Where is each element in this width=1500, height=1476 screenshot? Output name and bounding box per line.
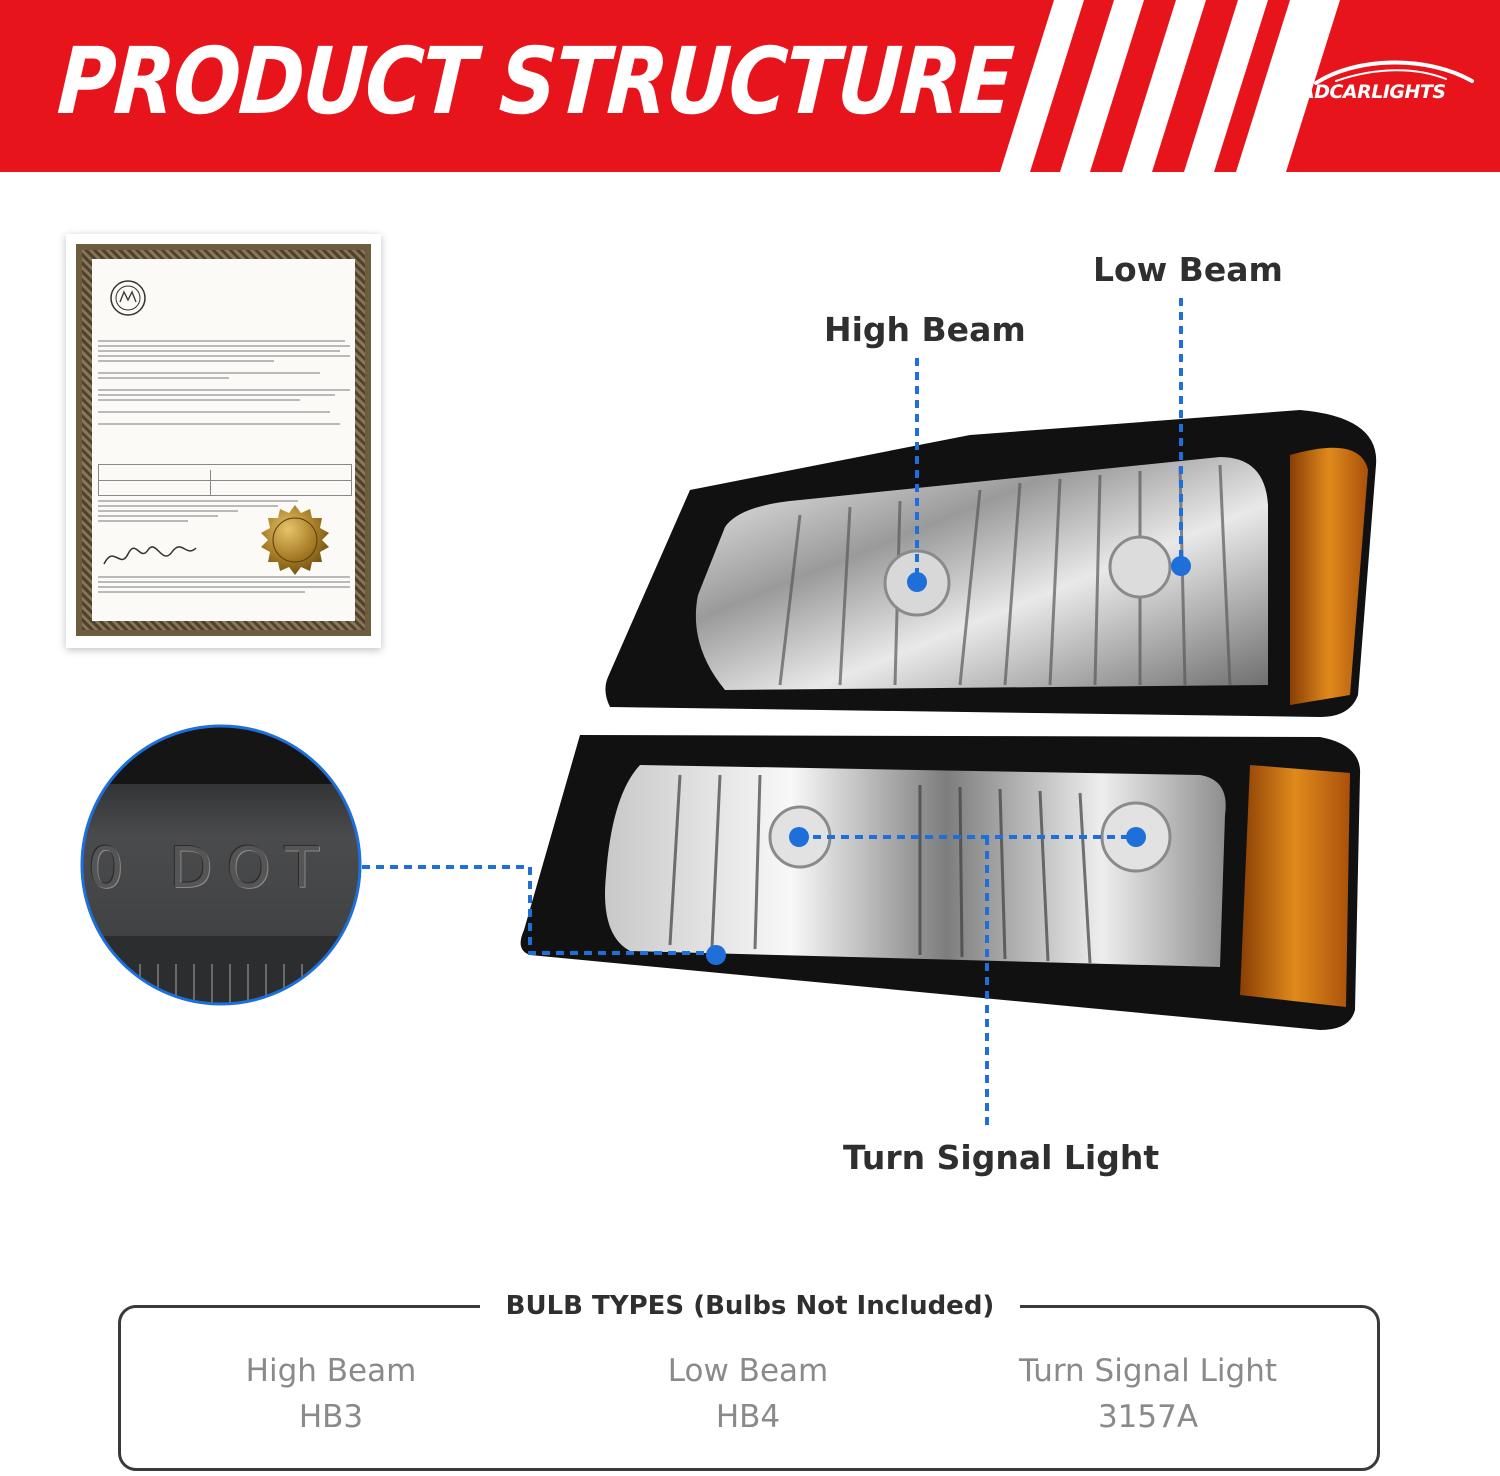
bulb-name: High Beam: [245, 1353, 417, 1389]
high-beam-label: High Beam: [824, 310, 1026, 349]
turn-signal-label: Turn Signal Light: [843, 1138, 1160, 1177]
page-title: PRODUCT STRUCTURE: [54, 28, 1016, 135]
certificate-text-lines: [98, 340, 350, 435]
gold-seal-icon: [261, 505, 329, 575]
bulb-type-low-beam: Low Beam HB4: [558, 1348, 938, 1440]
magnified-detail: [80, 724, 362, 1006]
headlight-assembly: [520, 410, 1377, 1030]
brand-name: ADCARLIGHTS: [1300, 81, 1446, 103]
bulb-name: Turn Signal Light: [1018, 1353, 1278, 1389]
headlamp-lens: [695, 457, 1268, 690]
signature-icon: [103, 546, 197, 565]
certificate-footer-lines: [98, 500, 298, 532]
certificate-fine-print: [98, 576, 350, 596]
brand-logo: [1314, 60, 1474, 85]
bulb-type-turn-signal: Turn Signal Light 3157A: [958, 1348, 1338, 1440]
certificate-table-divider: [98, 480, 352, 481]
ameca-emblem-icon: [110, 280, 146, 316]
bulb-code: HB3: [298, 1399, 364, 1435]
certificate-table-divider: [210, 470, 211, 495]
bulb-types-title: BULB TYPES (Bulbs Not Included): [480, 1286, 1020, 1326]
bulb-code: HB4: [715, 1399, 781, 1435]
low-beam-label: Low Beam: [1093, 250, 1283, 289]
headlamp-amber-corner: [1290, 447, 1368, 705]
bulb-name: Low Beam: [667, 1353, 829, 1389]
bulb-type-high-beam: High Beam HB3: [141, 1348, 521, 1440]
banner-stripes: [1000, 0, 1340, 172]
bumper-lamp-amber-corner: [1240, 765, 1350, 1007]
dot-marking-text: 0 DOT D: [88, 836, 354, 901]
bulb-code: 3157A: [1097, 1399, 1199, 1435]
